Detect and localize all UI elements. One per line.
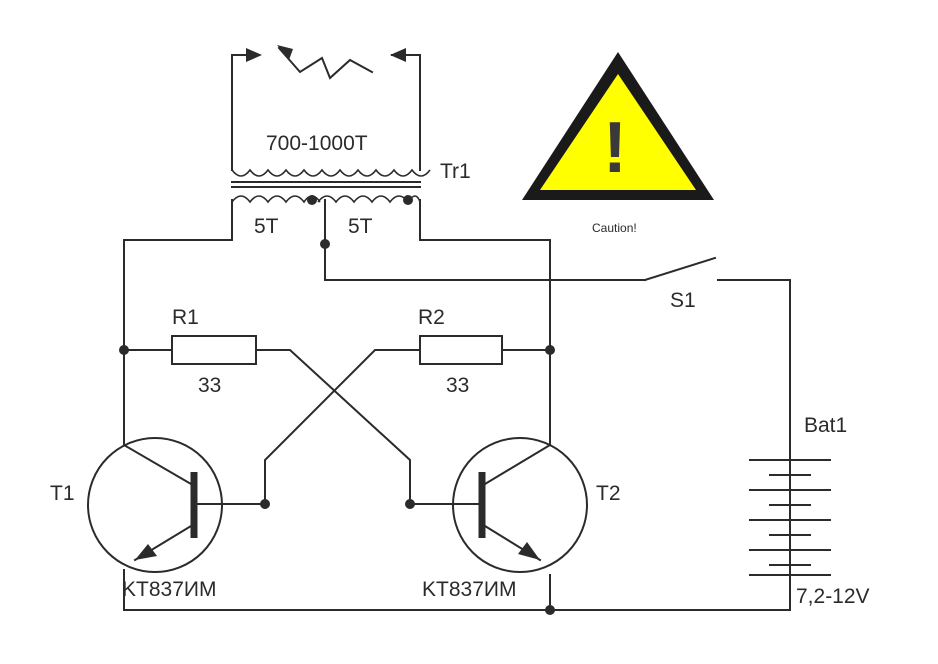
resistor-r1 bbox=[171, 335, 257, 365]
secondary-windings bbox=[231, 195, 421, 249]
switch-s1 bbox=[643, 256, 717, 282]
battery-label: Bat1 bbox=[804, 414, 847, 437]
warning-exclamation: ! bbox=[603, 108, 627, 188]
r1-value: 33 bbox=[198, 374, 221, 397]
wiring bbox=[123, 239, 791, 611]
transformer-label: Tr1 bbox=[440, 160, 471, 183]
battery-voltage: 7,2-12V bbox=[796, 585, 870, 608]
warning-triangle-fill bbox=[540, 74, 696, 190]
resistor-r2 bbox=[419, 335, 503, 365]
battery-bat1 bbox=[749, 459, 831, 576]
primary-turns-label: 700-1000T bbox=[266, 132, 368, 155]
t1-part: KT837ИМ bbox=[122, 578, 216, 601]
junction-dots bbox=[119, 345, 555, 615]
warning-sign: ! bbox=[522, 52, 714, 200]
switch-label: S1 bbox=[670, 289, 696, 312]
left-winding-label: 5T bbox=[254, 215, 279, 238]
r2-value: 33 bbox=[446, 374, 469, 397]
transformer-core bbox=[231, 181, 421, 188]
r2-name: R2 bbox=[418, 306, 445, 329]
transistor-t1 bbox=[87, 437, 223, 573]
transistor-t2 bbox=[452, 437, 588, 573]
t2-part: KT837ИМ bbox=[422, 578, 516, 601]
t2-name: T2 bbox=[596, 482, 621, 505]
spark-gap bbox=[231, 45, 421, 171]
primary-winding bbox=[231, 168, 431, 177]
right-winding-label: 5T bbox=[348, 215, 373, 238]
caution-caption: Caution! bbox=[592, 221, 637, 235]
r1-name: R1 bbox=[172, 306, 199, 329]
t1-name: T1 bbox=[50, 482, 75, 505]
